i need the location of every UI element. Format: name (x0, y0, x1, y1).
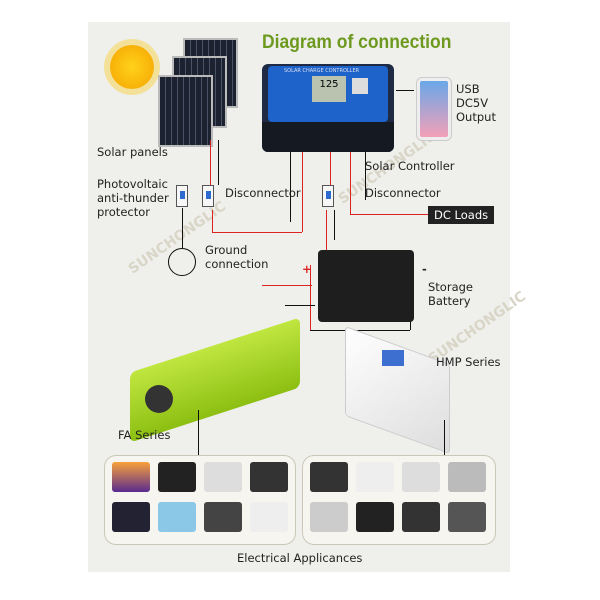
fan-icon (145, 385, 173, 413)
protector-label: Photovoltaic anti-thunder protector (97, 177, 169, 219)
refrigerator-icon (448, 462, 486, 492)
printer-icon (448, 502, 486, 532)
stereo-icon (402, 502, 440, 532)
camcorder-icon (204, 502, 242, 532)
disconnector-right-label: Disconnector (365, 186, 441, 200)
dc-loads-label: DC Loads (428, 206, 495, 224)
solar-charge-controller: SOLAR CHARGE CONTROLLER 125 (262, 64, 394, 152)
fa-series-label: FA Series (118, 428, 171, 442)
battery-plus: + (302, 262, 312, 276)
breaker (176, 185, 188, 207)
solar-controller-label: Solar Controller (365, 159, 455, 173)
sun-icon (110, 45, 154, 89)
controller-display: 125 (312, 76, 346, 102)
phone-icon (416, 77, 452, 141)
solar-panel (158, 75, 213, 147)
air-conditioner-icon (356, 462, 394, 492)
ground-label: Ground connection (205, 243, 269, 271)
light-bulb-icon (250, 502, 288, 532)
appliances-label: Electrical Applicances (237, 551, 363, 565)
solar-panels-label: Solar panels (97, 145, 168, 159)
video-camera-icon (310, 462, 348, 492)
storage-battery (318, 250, 414, 322)
laptop-icon (158, 462, 196, 492)
breaker (202, 185, 214, 207)
blender-icon (310, 502, 348, 532)
breaker (322, 185, 334, 207)
hair-dryer-icon (204, 462, 242, 492)
iron-icon (158, 502, 196, 532)
controller-header: SOLAR CHARGE CONTROLLER (284, 68, 360, 74)
battery-minus: - (422, 262, 427, 276)
usb-output-label: USB DC5V Output (456, 82, 496, 124)
disconnector-left-label: Disconnector (225, 186, 301, 200)
tv-icon (112, 462, 150, 492)
page-title: Diagram of connection (262, 32, 452, 53)
ground-icon (168, 248, 196, 276)
computer-icon (356, 502, 394, 532)
camera-icon (250, 462, 288, 492)
tablet-icon (112, 502, 150, 532)
hmp-display (382, 350, 404, 366)
hmp-series-label: HMP Series (436, 355, 501, 369)
usb-port (352, 78, 368, 94)
washing-machine-icon (402, 462, 440, 492)
battery-label: Storage Battery (428, 280, 473, 308)
